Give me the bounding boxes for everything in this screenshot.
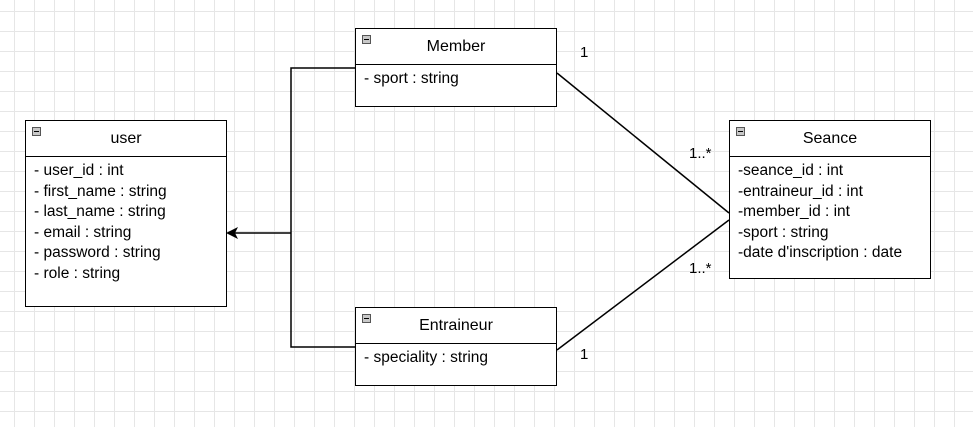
collapse-icon[interactable] — [362, 35, 371, 44]
class-seance[interactable]: Seance -seance_id : int -entraineur_id :… — [729, 120, 931, 279]
attribute: - user_id : int — [34, 162, 124, 179]
association-line-entraineur-seance[interactable] — [556, 219, 730, 351]
attribute: - speciality : string — [364, 349, 489, 366]
class-member-attributes: - sport : string — [356, 65, 556, 94]
attribute: -sport : string — [738, 223, 829, 241]
multiplicity-member: 1 — [580, 44, 589, 61]
attribute: - first_name : string — [34, 182, 167, 200]
attribute: -entraineur_id : int — [738, 182, 863, 200]
class-seance-attributes: -seance_id : int -entraineur_id : int -m… — [730, 157, 930, 268]
class-user-name: user — [110, 129, 142, 147]
class-seance-header: Seance — [730, 121, 930, 157]
multiplicity-entraineur: 1 — [580, 346, 589, 363]
arrow-head-icon — [226, 227, 238, 239]
class-entraineur-name: Entraineur — [419, 316, 493, 334]
attribute: -member_id : int — [738, 203, 850, 220]
attribute: - last_name : string — [34, 203, 166, 220]
class-entraineur-header: Entraineur — [356, 308, 556, 344]
attribute: - email : string — [34, 223, 132, 241]
class-member[interactable]: Member - sport : string — [355, 28, 557, 107]
collapse-icon[interactable] — [32, 127, 41, 136]
class-member-name: Member — [426, 37, 486, 55]
class-user[interactable]: user - user_id : int - first_name : stri… — [25, 120, 227, 307]
class-user-header: user — [26, 121, 226, 157]
class-entraineur[interactable]: Entraineur - speciality : string — [355, 307, 557, 386]
inheritance-line-member[interactable] — [290, 67, 355, 233]
class-member-header: Member — [356, 29, 556, 65]
class-user-attributes: - user_id : int - first_name : string - … — [26, 157, 226, 288]
inheritance-line-entraineur[interactable] — [290, 233, 355, 348]
collapse-icon[interactable] — [736, 127, 745, 136]
collapse-icon[interactable] — [362, 314, 371, 323]
class-seance-name: Seance — [802, 129, 858, 147]
multiplicity-seance-member: 1..* — [689, 145, 712, 162]
association-line-member-seance[interactable] — [556, 72, 730, 214]
multiplicity-seance-entraineur: 1..* — [689, 260, 712, 277]
attribute: - sport : string — [364, 70, 459, 87]
attribute: - role : string — [34, 264, 121, 282]
attribute: -date d'inscription : date — [738, 244, 903, 261]
attribute: - password : string — [34, 244, 161, 261]
attribute: -seance_id : int — [738, 162, 844, 179]
class-entraineur-attributes: - speciality : string — [356, 344, 556, 373]
